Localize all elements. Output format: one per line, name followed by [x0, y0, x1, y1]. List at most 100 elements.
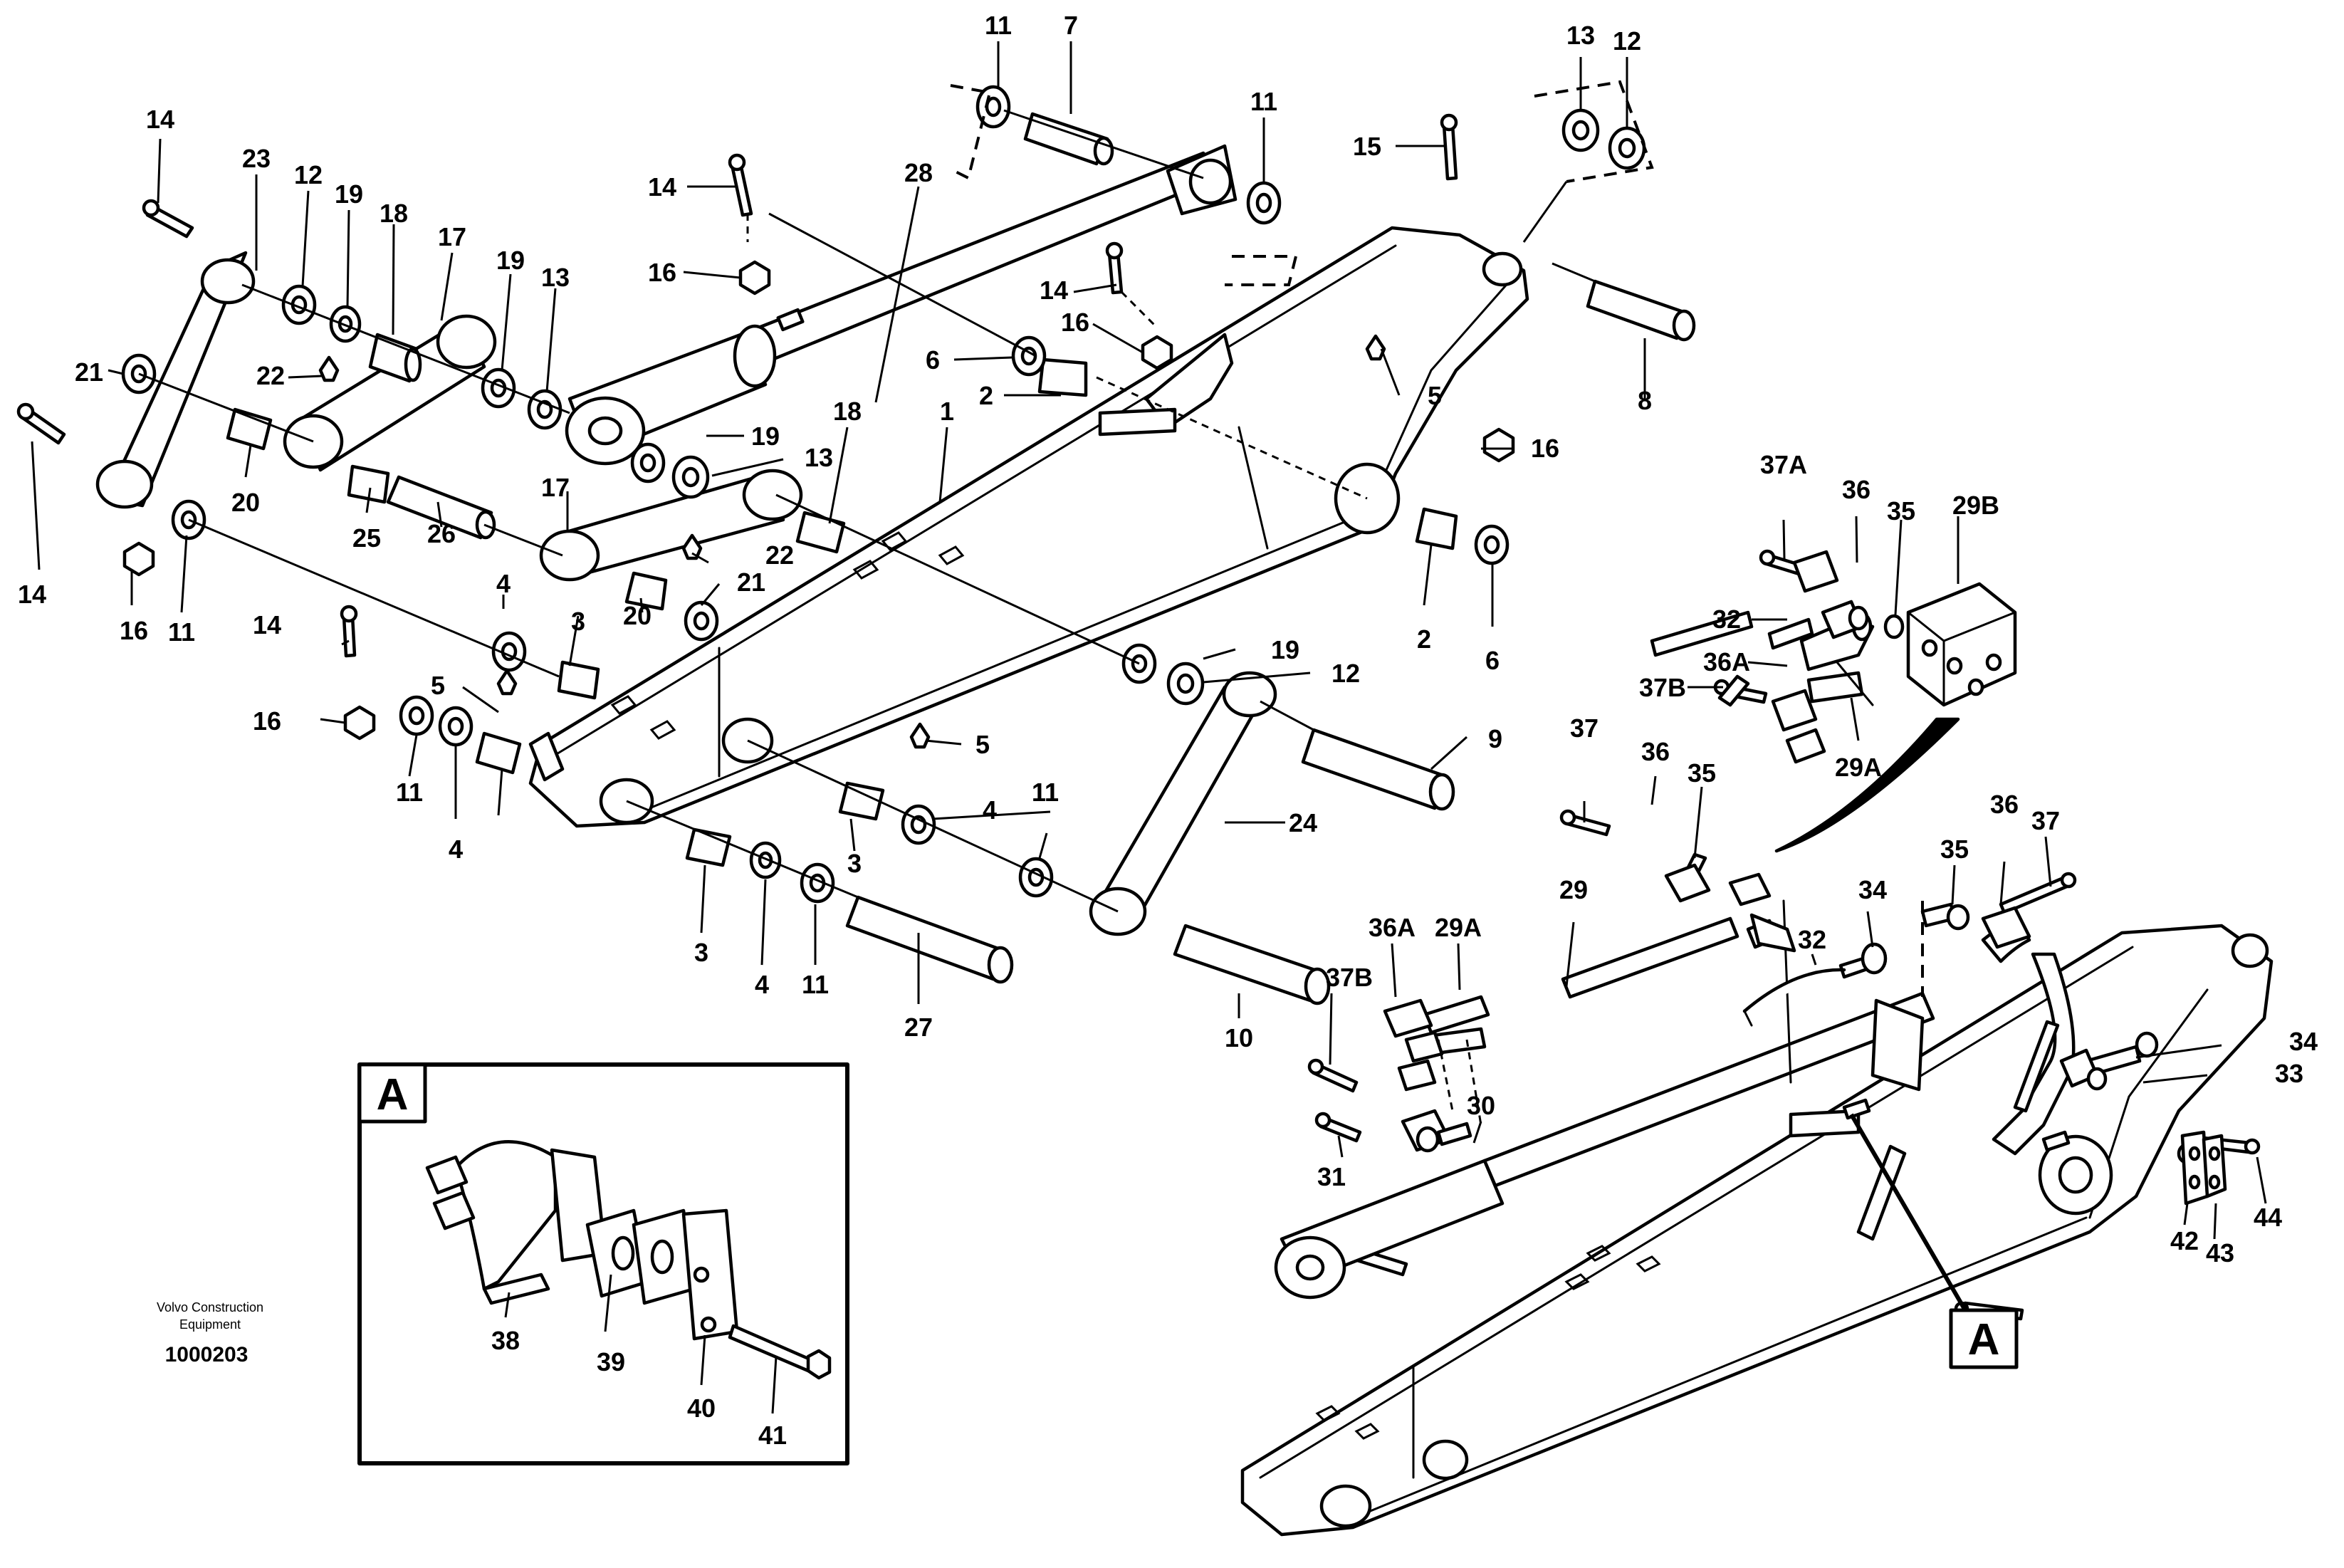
caption-line1: Volvo Construction	[157, 1300, 263, 1314]
part-label: 4	[496, 569, 511, 598]
callout-letter: A	[1968, 1315, 2000, 1364]
part-label: 18	[833, 397, 862, 426]
part-label: 37	[1570, 714, 1599, 743]
part-label: 21	[75, 357, 103, 387]
part-label: 36	[1842, 475, 1871, 504]
part-label: 19	[335, 179, 363, 209]
part-label: 8	[1638, 386, 1652, 415]
part-label: 4	[449, 835, 463, 864]
part-label: 21	[737, 568, 765, 597]
part-label: 5	[431, 671, 445, 700]
part-label: 20	[231, 488, 260, 517]
part-label: 29A	[1835, 753, 1882, 782]
valve-block-detail	[1650, 550, 2017, 853]
part-label: 16	[1061, 308, 1089, 337]
part-label: 4	[983, 795, 997, 825]
part-label: 37	[2031, 806, 2060, 835]
part-label: 39	[597, 1347, 625, 1376]
detail-a-box: A	[357, 1062, 849, 1465]
part-label: 35	[1940, 835, 1969, 864]
part-label: 33	[2275, 1059, 2303, 1088]
part-label: 3	[847, 849, 862, 878]
part-label: 37B	[1639, 673, 1686, 702]
part-label: 2	[1417, 624, 1431, 654]
callout-a: A	[1849, 1113, 2019, 1369]
fasteners	[16, 113, 2261, 1321]
part-label: 6	[926, 345, 940, 375]
washers	[121, 85, 1646, 904]
part-label: 44	[2254, 1203, 2282, 1232]
part-label: 14	[648, 172, 676, 202]
part-label: 12	[1613, 26, 1641, 56]
part-label: 14	[1040, 276, 1068, 305]
part-label: 26	[427, 519, 456, 548]
part-label: 35	[1688, 758, 1716, 788]
part-label: 27	[904, 1013, 933, 1042]
part-label: 11	[1032, 778, 1059, 807]
link-arms	[95, 251, 1277, 936]
part-label: 13	[805, 443, 833, 472]
part-label: 36	[1641, 737, 1670, 766]
part-label: 15	[1353, 132, 1381, 161]
part-label: 5	[1428, 381, 1442, 410]
part-label: 12	[1331, 659, 1360, 688]
part-label: 36A	[1703, 647, 1750, 676]
assembly-lines	[138, 80, 1654, 913]
part-label: 19	[751, 422, 780, 451]
part-label: 10	[1225, 1023, 1253, 1052]
part-label: 38	[491, 1326, 520, 1355]
part-label: 14	[253, 610, 281, 639]
part-label: 3	[694, 938, 708, 967]
part-label: 29B	[1952, 491, 1999, 520]
part-label: 36A	[1369, 913, 1416, 942]
part-label: 18	[380, 199, 408, 228]
part-label: 16	[253, 706, 281, 736]
part-label: 1	[940, 397, 954, 426]
part-label: 17	[541, 473, 570, 502]
part-label: 13	[1566, 21, 1595, 50]
part-label: 14	[18, 580, 46, 609]
part-label: 20	[623, 601, 652, 630]
part-label: 31	[1317, 1162, 1346, 1191]
hydraulic-lines	[1383, 852, 2227, 1241]
part-label: 16	[1531, 434, 1559, 463]
part-label: 37A	[1760, 450, 1807, 479]
part-label: 17	[438, 222, 466, 251]
part-label: 28	[904, 158, 933, 187]
caption: Volvo Construction Equipment 1000203	[157, 1300, 263, 1366]
part-label: 19	[1271, 635, 1299, 664]
part-label: 36	[1990, 790, 2019, 819]
boom-overview	[1240, 899, 2274, 1537]
part-label: 11	[168, 617, 195, 647]
part-label: 11	[1032, 778, 1059, 807]
part-label: 3	[571, 607, 585, 636]
part-label: 4	[755, 970, 769, 999]
part-label: 14	[146, 105, 174, 134]
part-label: 13	[541, 263, 570, 292]
part-label: 2	[979, 381, 993, 410]
part-label: 19	[496, 246, 525, 275]
part-label: 4	[449, 835, 463, 864]
part-label: 3	[847, 849, 862, 878]
part-label: 37B	[1326, 963, 1373, 992]
part-label: 12	[294, 160, 323, 189]
detail-letter: A	[377, 1070, 409, 1119]
part-label: 40	[687, 1394, 716, 1423]
part-label: 22	[765, 540, 794, 570]
caption-line2: Equipment	[179, 1317, 241, 1332]
part-label: 34	[1858, 875, 1887, 904]
part-label: 5	[975, 730, 990, 759]
boom-cylinder	[565, 144, 1238, 466]
part-label: 23	[242, 144, 271, 173]
part-label: 32	[1798, 925, 1826, 954]
part-label: 24	[1289, 808, 1317, 837]
part-label: 34	[2289, 1027, 2318, 1056]
part-label: 11	[985, 11, 1012, 40]
part-label: 42	[2170, 1226, 2199, 1255]
part-label: 29	[1559, 875, 1588, 904]
caption-code: 1000203	[165, 1343, 248, 1366]
part-label: 32	[1712, 605, 1741, 634]
part-label: 41	[758, 1421, 787, 1450]
